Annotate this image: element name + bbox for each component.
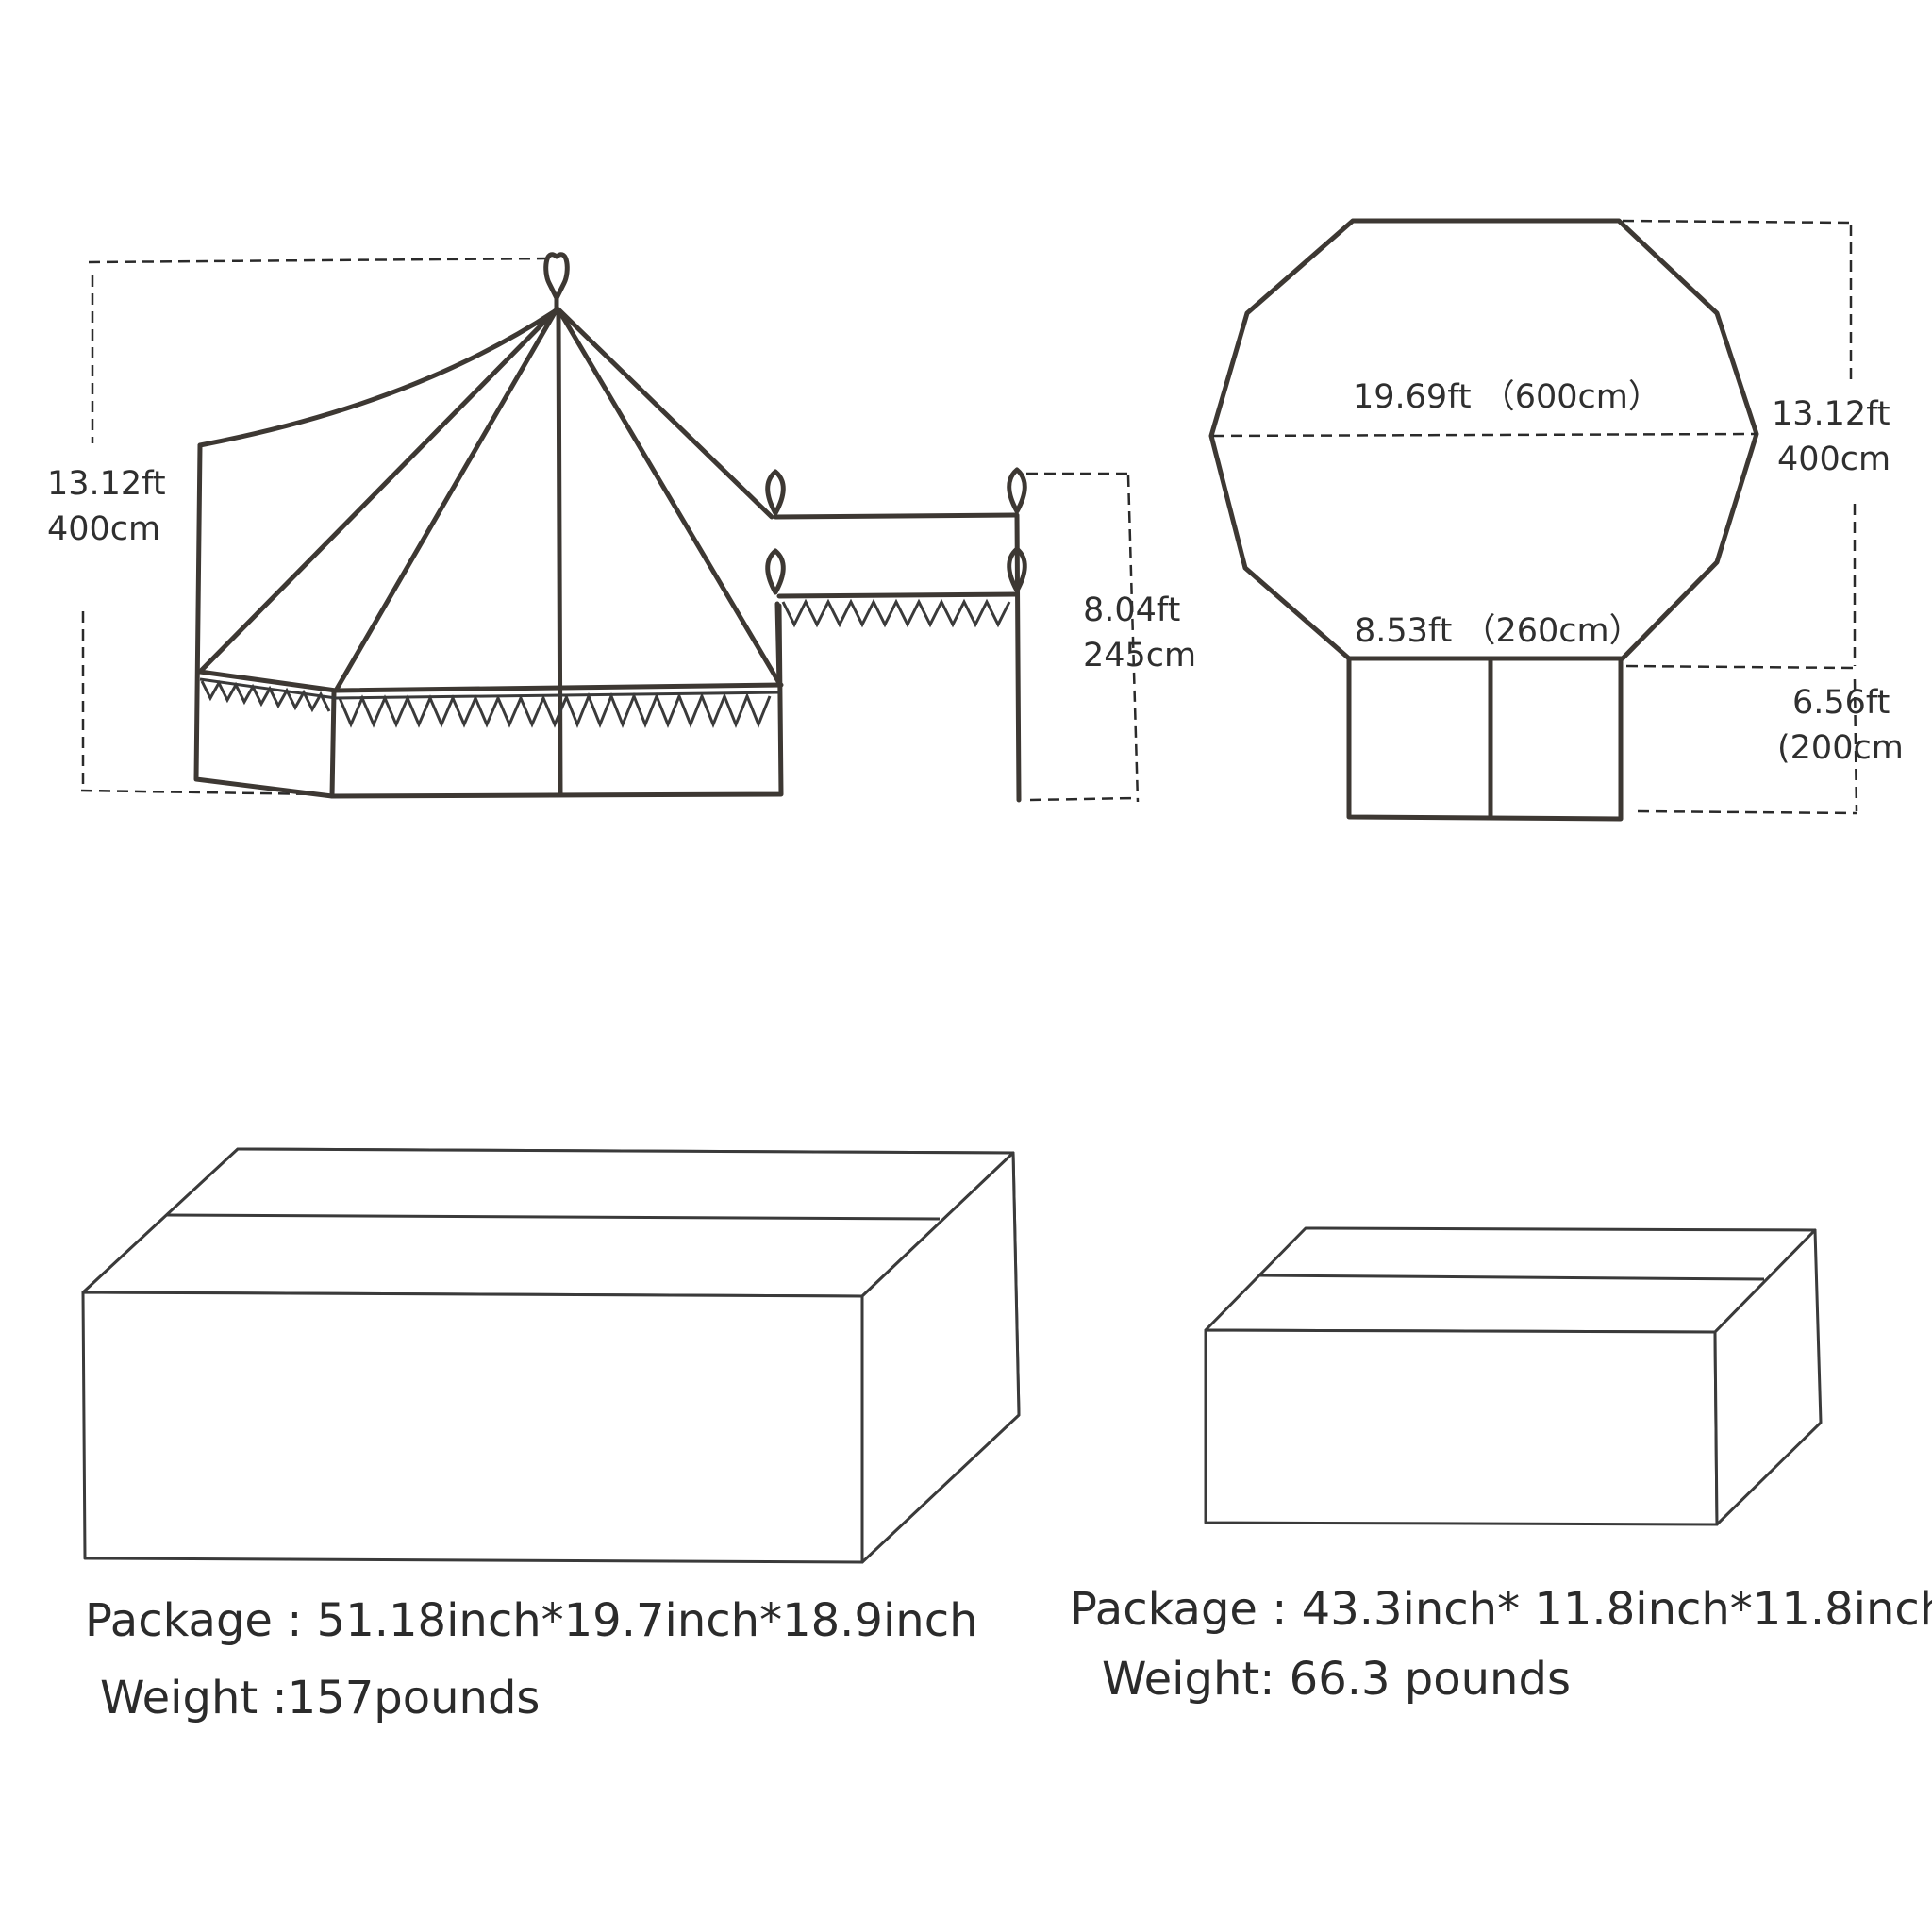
footprint-diameter-label: 19.69ft （600cm） bbox=[1353, 378, 1661, 416]
overall-height-ft-label: 13.12ft bbox=[47, 465, 166, 503]
top-finial-icon bbox=[543, 252, 570, 301]
entrance-width-label: 8.53ft （260cm） bbox=[1355, 612, 1642, 650]
overall-height-dimension-lines bbox=[80, 257, 556, 796]
awning-height-ft-label: 8.04ft bbox=[1083, 591, 1180, 629]
large-package-weight-label: Weight :157pounds bbox=[100, 1672, 540, 1724]
entrance-vestibule bbox=[1346, 656, 1624, 822]
awning-height-dimension-lines bbox=[1026, 472, 1140, 803]
large-package-box bbox=[81, 1147, 1021, 1564]
tent-depth-ft-label: 13.12ft bbox=[1772, 395, 1890, 433]
tent-top-view: 19.69ft （600cm） 8.53ft （260cm） 13.12ft 4… bbox=[1208, 218, 1904, 822]
tent-body bbox=[193, 307, 784, 799]
awning-frame bbox=[765, 467, 1027, 803]
awning-finial-left-upper-icon bbox=[765, 469, 786, 516]
entrance-depth-ft-label: 6.56ft bbox=[1792, 684, 1890, 722]
tent-valance-trim bbox=[199, 677, 782, 729]
small-package-weight-label: Weight: 66.3 pounds bbox=[1102, 1653, 1571, 1706]
awning-finial-right-lower-icon bbox=[1007, 546, 1027, 593]
top-view-depth-dimension-lines bbox=[1622, 219, 1858, 815]
awning-finial-left-lower-icon bbox=[765, 548, 786, 595]
overall-height-cm-label: 400cm bbox=[47, 510, 160, 548]
large-package-dimensions-label: Package : 51.18inch*19.7inch*18.9inch bbox=[85, 1594, 978, 1647]
small-package-dimensions-label: Package : 43.3inch* 11.8inch*11.8inch bbox=[1070, 1583, 1932, 1636]
awning-finial-right-upper-icon bbox=[1007, 467, 1027, 514]
tent-side-view: 13.12ft 400cm bbox=[47, 252, 1196, 803]
entrance-depth-cm-label: (200cm bbox=[1777, 729, 1904, 767]
tent-depth-cm-label: 400cm bbox=[1777, 441, 1890, 478]
small-package-box bbox=[1204, 1226, 1823, 1526]
tent-footprint-polygon bbox=[1208, 218, 1759, 661]
awning-height-cm-label: 245cm bbox=[1083, 637, 1196, 675]
